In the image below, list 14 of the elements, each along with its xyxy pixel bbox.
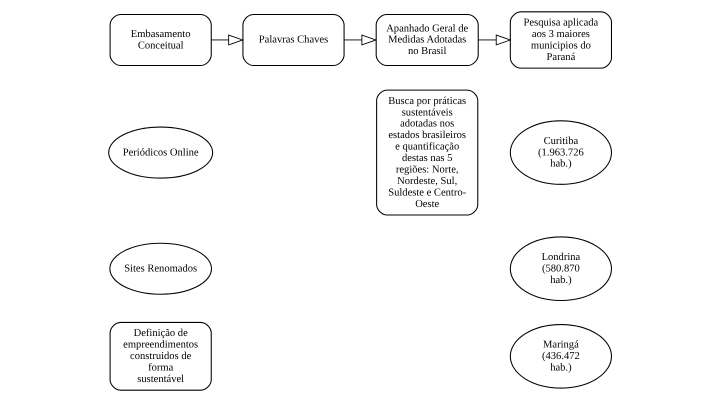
arrow	[210, 34, 244, 46]
node-box: Embasamento Conceitual	[110, 14, 212, 66]
node-ellipse: Periódicos Online	[108, 126, 214, 179]
node-ellipse: Sites Renomados	[109, 242, 212, 295]
node-box: Busca por práticas sustentáveis adotadas nos estados brasileiros e quantificação destas nas 5 regiões: Norte, Nordeste, Sul, Suldeste e Centro-Oeste	[376, 90, 478, 216]
node-box: Palavras Chaves	[242, 14, 345, 66]
node-ellipse: Maringá (436.472 hab.)	[510, 324, 612, 389]
arrow	[344, 34, 378, 46]
node-box: Definição de empreendimentos construidos de forma sustentável	[110, 322, 212, 391]
node-ellipse: Curitiba (1.963.726 hab.)	[510, 120, 612, 185]
arrow	[478, 34, 512, 46]
node-box: Apanhado Geral de Medidas Adotadas no Brasil	[376, 14, 479, 66]
node-box: Pesquisa aplicada aos 3 maiores municipios do Paraná	[510, 11, 612, 69]
node-ellipse: Londrina (580.870 hab.)	[510, 236, 612, 302]
